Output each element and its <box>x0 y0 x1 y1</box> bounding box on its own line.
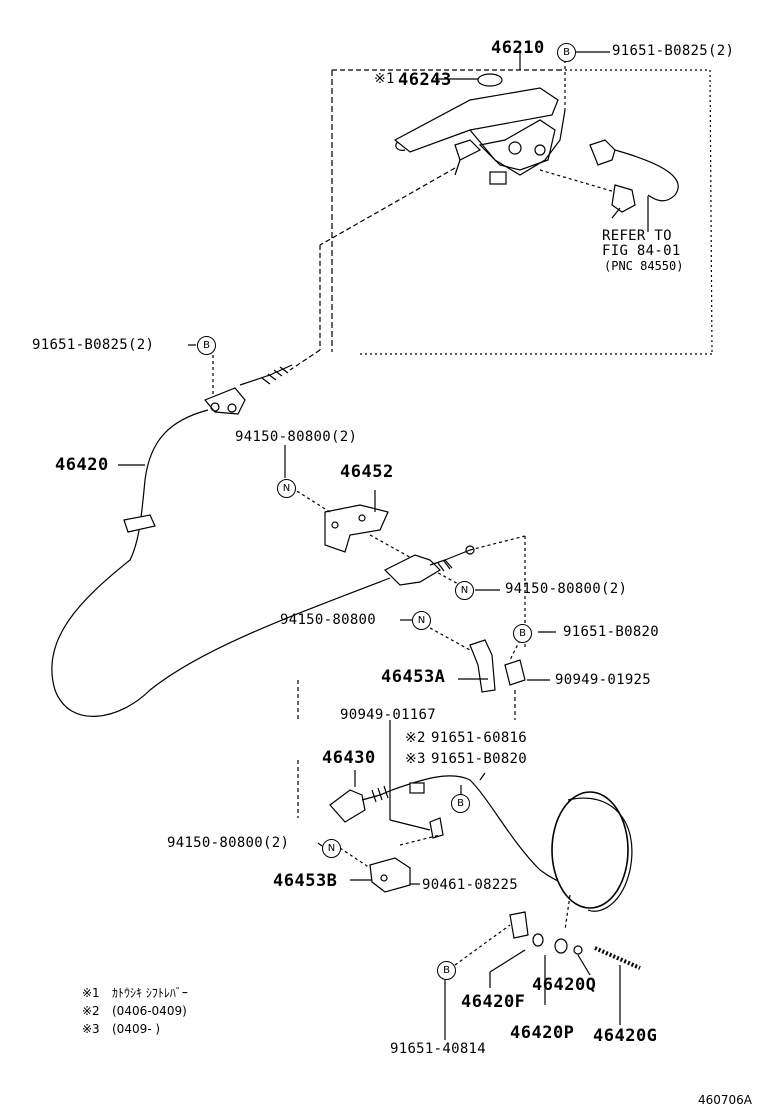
nut-n-badge: N <box>322 839 341 858</box>
nut-n-badge: N <box>412 611 431 630</box>
note-mark-1: ※1 <box>374 71 395 87</box>
refer-line-1: REFER TO <box>602 228 672 244</box>
note-1-mark: ※1 <box>82 986 100 1000</box>
part-46243-label: 46243 <box>398 70 452 90</box>
note-2-mark: ※2 <box>82 1004 100 1018</box>
part-46420q-label: 46420Q <box>532 975 597 995</box>
part-46453a-label: 46453A <box>381 667 446 687</box>
fastener-91651-60816-label: 91651-60816 <box>431 730 528 746</box>
nut-n-badge: N <box>277 479 296 498</box>
part-46420f-label: 46420F <box>461 992 526 1012</box>
fastener-94150-80800-a-label: 94150-80800(2) <box>235 429 358 445</box>
refer-line-3: (PNC 84550) <box>604 259 684 273</box>
fastener-90949-01925-label: 90949-01925 <box>555 672 652 688</box>
part-46453b-label: 46453B <box>273 871 338 891</box>
part-46430-label: 46430 <box>322 748 376 768</box>
fastener-91651-b0820-label: 91651-B0820 <box>563 624 660 640</box>
bolt-b-badge: B <box>451 794 470 813</box>
part-46420g-label: 46420G <box>593 1026 658 1046</box>
fastener-94150-80800-d-label: 94150-80800(2) <box>167 835 290 851</box>
note-1-text: ｶﾄｳｼｷ ｼﾌﾄﾚﾊﾞｰ <box>112 986 188 1000</box>
part-46420p-label: 46420P <box>510 1023 575 1043</box>
note-2-text: (0406-0409) <box>112 1004 187 1018</box>
diagram-id: 460706A <box>698 1093 753 1107</box>
bolt-b-badge: B <box>437 961 456 980</box>
part-46452-label: 46452 <box>340 462 394 482</box>
bolt-b-badge: B <box>513 624 532 643</box>
fastener-91651-b0825-top-label: 91651-B0825(2) <box>612 43 735 59</box>
fastener-90461-08225-label: 90461-08225 <box>422 877 519 893</box>
fastener-94150-80800-c-label: 94150-80800 <box>280 612 377 628</box>
note-mark-3: ※3 <box>405 751 426 767</box>
fastener-90949-01167-label: 90949-01167 <box>340 707 437 723</box>
fastener-91651-b0825-left-label: 91651-B0825(2) <box>32 337 155 353</box>
nut-n-badge: N <box>455 581 474 600</box>
note-3-mark: ※3 <box>82 1022 100 1036</box>
refer-line-2: FIG 84-01 <box>602 243 681 259</box>
note-3-text: (0409- ) <box>112 1022 161 1036</box>
fastener-91651-b0820-b-label: 91651-B0820 <box>431 751 528 767</box>
fastener-94150-80800-b-label: 94150-80800(2) <box>505 581 628 597</box>
part-46210-label: 46210 <box>491 38 545 58</box>
note-mark-2: ※2 <box>405 730 426 746</box>
part-46420-label: 46420 <box>55 455 109 475</box>
bolt-b-badge: B <box>197 336 216 355</box>
bolt-b-badge: B <box>557 43 576 62</box>
fastener-91651-40814-label: 91651-40814 <box>390 1041 487 1057</box>
